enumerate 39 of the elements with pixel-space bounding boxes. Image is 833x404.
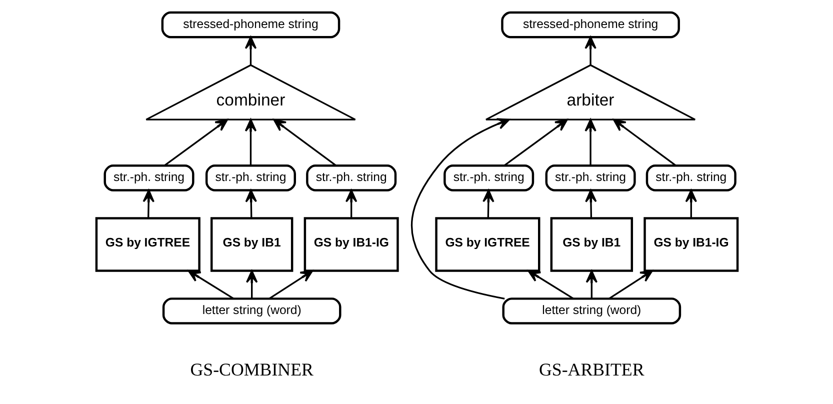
node-box: letter string (word) [502,298,681,324]
arrow [344,190,357,218]
arrow [684,190,696,218]
arrow [612,118,676,166]
node-box: GS by IB1 [210,217,293,272]
node-box: str.-ph. string [204,164,296,192]
arrow [244,118,256,166]
arrow [584,190,596,218]
arrow [268,270,313,300]
node-box: str.-ph. string [306,164,396,192]
node-box: GS by IGTREE [434,217,540,272]
arrow [410,118,510,300]
label: GS-ARBITER [538,360,644,380]
label: GS-COMBINER [190,360,313,380]
arrow [163,118,228,166]
arrow [608,270,652,300]
arrow [585,270,598,299]
arrow [527,270,574,300]
arrow [503,118,568,166]
node-box: GS by IB1-IG [303,217,398,272]
arrow [142,190,154,218]
node-box: str.-ph. string [443,164,534,192]
node-box: str.-ph. string [544,164,636,192]
node-box: GS by IGTREE [94,217,200,272]
arrow [584,118,596,166]
arrow [244,190,256,218]
node-box: letter string (word) [162,298,341,324]
node-box: str.-ph. string [645,164,736,192]
node-box: stressed-phoneme string [500,11,680,38]
arrow [584,36,596,65]
arrow [187,270,234,300]
node-box: GS by IB1-IG [643,217,738,272]
arrow [245,270,258,299]
node-box: stressed-phoneme string [160,11,340,38]
arrow [482,190,494,218]
node-box: str.-ph. string [103,164,194,192]
arrow [244,36,256,65]
node-box: GS by IB1 [550,217,633,272]
arrow [272,118,336,166]
